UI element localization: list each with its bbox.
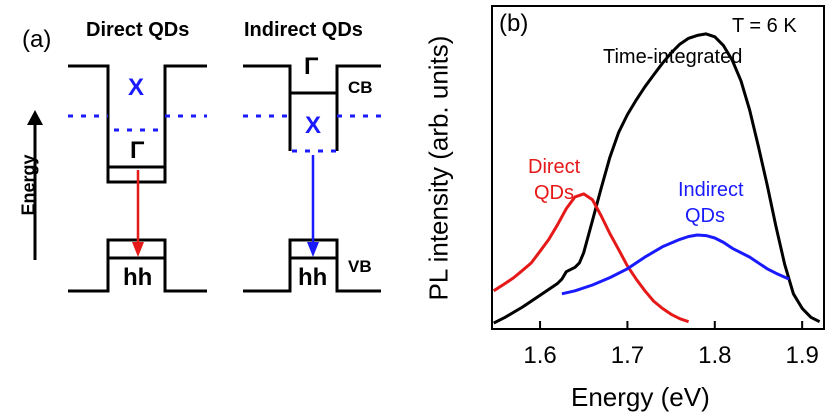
indirect-cb-well: [243, 64, 381, 95]
indirect-annotation-line2: QDs: [685, 205, 725, 227]
indirect-x-symbol: X: [305, 112, 322, 139]
direct-x-symbol: X: [128, 74, 145, 101]
panel-b-label: (b): [499, 10, 529, 37]
x-tick-label: 1.8: [698, 342, 731, 369]
series-layer: [492, 32, 821, 325]
y-axis-title: PL intensity (arb. units): [423, 35, 454, 301]
x-tick-label: 1.7: [611, 342, 644, 369]
direct-annotation-line1: Direct: [528, 156, 581, 178]
series-line-1: [493, 32, 821, 325]
indirect-gamma-symbol: Γ: [304, 53, 319, 80]
direct-hh-label: hh: [123, 264, 153, 291]
panel-a-label: (a): [22, 26, 52, 53]
x-tick-label: 1.6: [523, 342, 556, 369]
series-line-3: [561, 233, 790, 296]
x-tick-label: 1.9: [785, 342, 818, 369]
indirect-annotation-line1: Indirect: [678, 179, 744, 201]
x-axis-title: Energy (eV): [571, 382, 710, 412]
direct-cb-well: [68, 64, 207, 184]
series-line-2: [492, 192, 690, 324]
cb-label: CB: [348, 78, 373, 97]
plot-frame: [491, 5, 825, 330]
indirect-transition-arrowhead: [307, 242, 319, 257]
panel-a-schematic: [27, 64, 381, 293]
direct-gamma-symbol: Γ: [130, 137, 145, 164]
indirect-qds-title: Indirect QDs: [244, 19, 363, 41]
direct-vb-barrier: [68, 238, 207, 293]
temperature-label: T = 6 K: [732, 15, 797, 37]
tick-layer: 1.6 1.7 1.8 1.9: [523, 321, 819, 369]
direct-annotation-line2: QDs: [534, 182, 574, 204]
panel-b-chart: 1.6 1.7 1.8 1.9: [491, 5, 825, 369]
energy-arrow-head: [27, 110, 43, 125]
direct-qds-title: Direct QDs: [86, 19, 190, 41]
vb-label: VB: [348, 257, 372, 276]
indirect-hh-label: hh: [298, 264, 328, 291]
direct-transition-arrowhead: [132, 242, 144, 257]
energy-label: Energy: [18, 154, 39, 216]
time-integrated-annotation: Time-integrated: [603, 46, 743, 68]
